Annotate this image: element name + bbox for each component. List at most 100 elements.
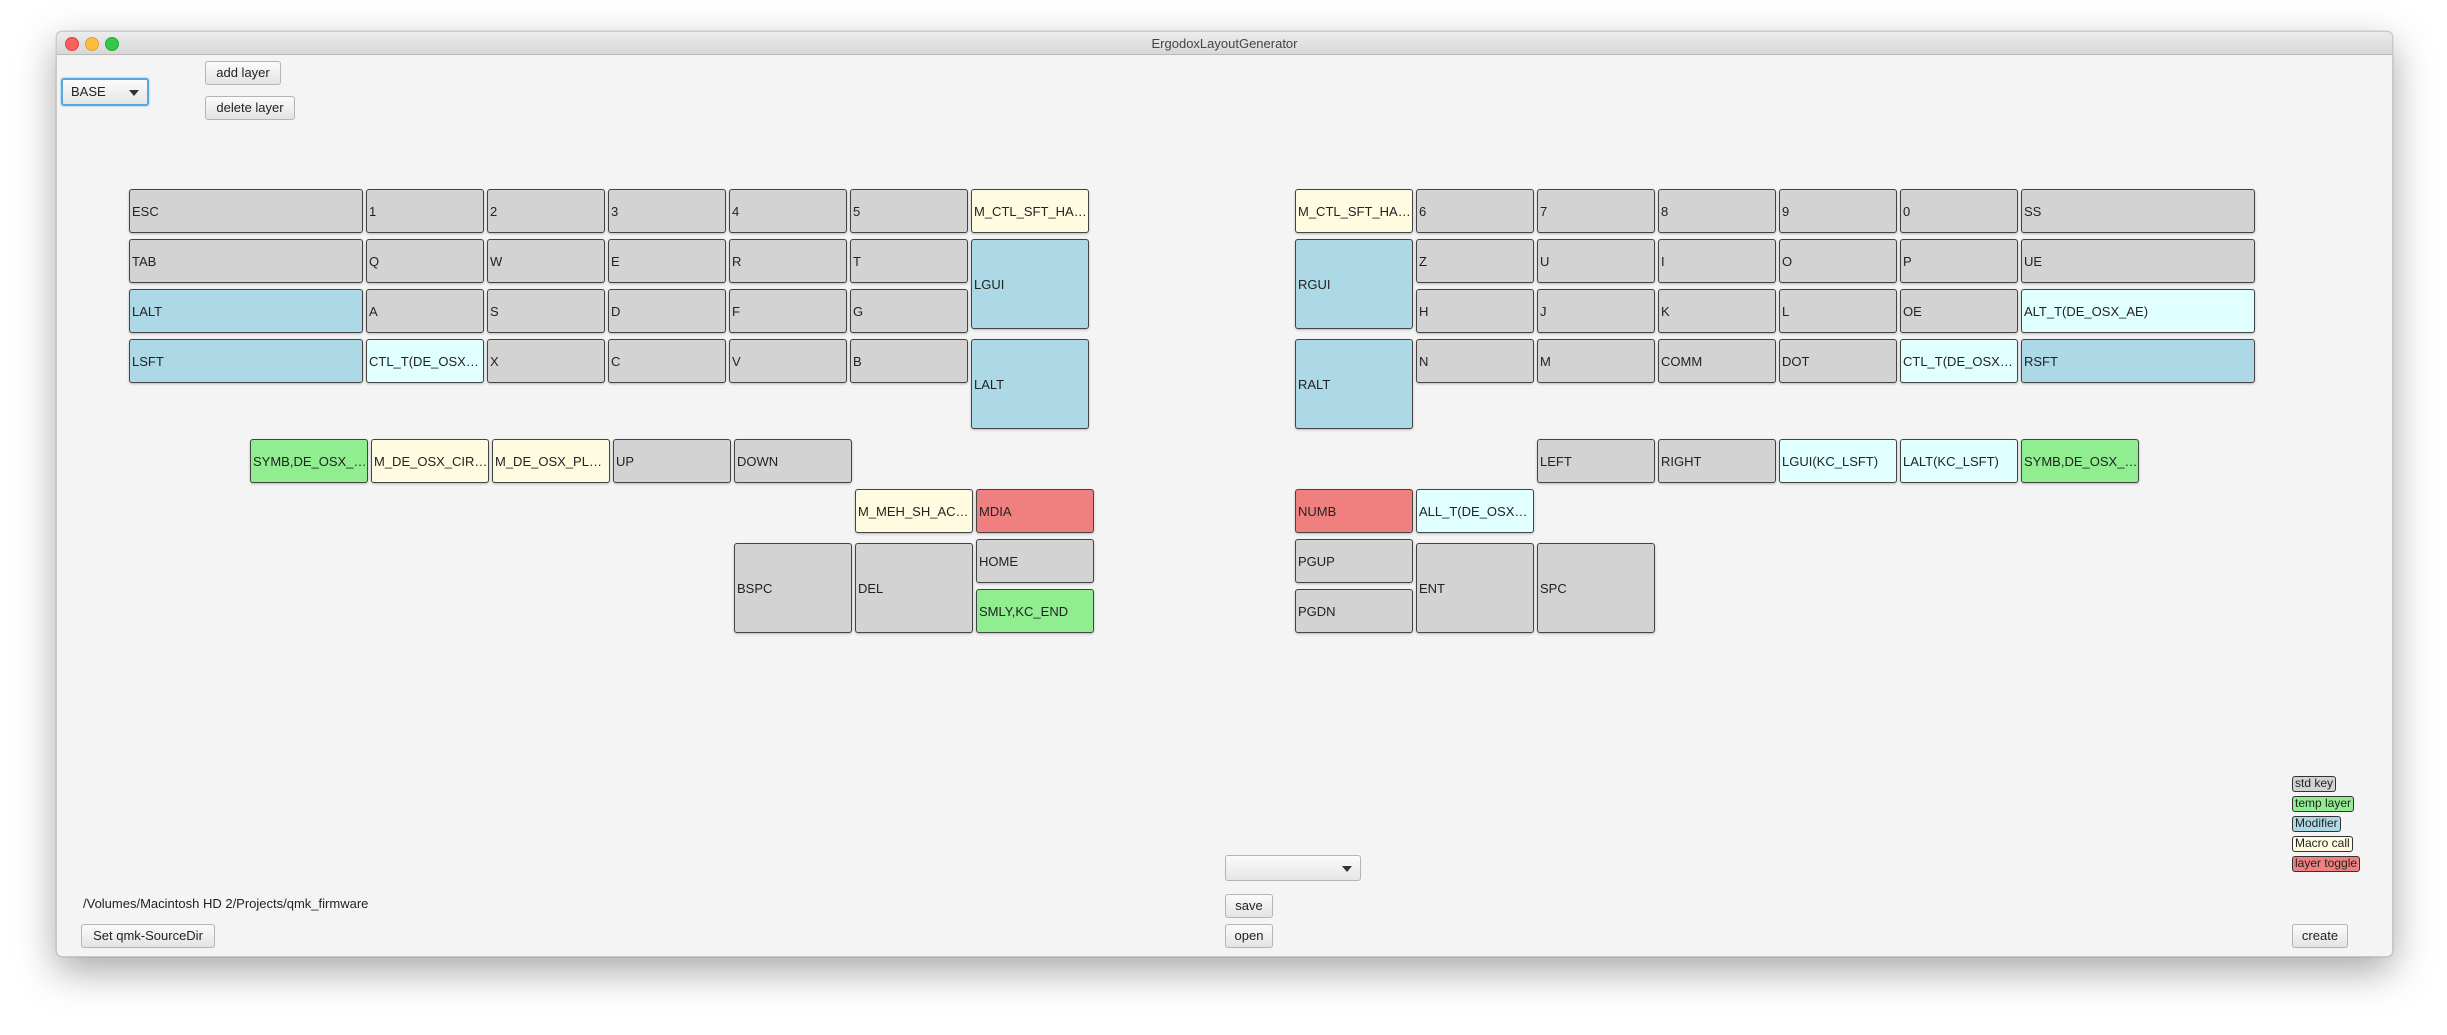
maximize-window-button[interactable] [105, 37, 119, 51]
key[interactable]: M_CTL_SFT_HASH [971, 189, 1089, 233]
key[interactable]: G [850, 289, 968, 333]
key[interactable]: Z [1416, 239, 1534, 283]
key-label: DOT [1782, 353, 1810, 369]
key[interactable]: X [487, 339, 605, 383]
key[interactable]: ENT [1416, 543, 1534, 633]
layer-select[interactable]: BASE [61, 78, 149, 106]
key[interactable]: RIGHT [1658, 439, 1776, 483]
key[interactable]: RSFT [2021, 339, 2255, 383]
key-label: 9 [1782, 203, 1790, 219]
key[interactable]: CTL_T(DE_OSX_Y) [366, 339, 484, 383]
key[interactable]: DEL [855, 543, 973, 633]
key-label: 6 [1419, 203, 1427, 219]
key[interactable]: SPC [1537, 543, 1655, 633]
key[interactable]: ALL_T(DE_OSX_A... [1416, 489, 1534, 533]
key-label: ALL_T(DE_OSX_A... [1419, 503, 1533, 519]
key[interactable]: 7 [1537, 189, 1655, 233]
key[interactable]: LALT [129, 289, 363, 333]
key[interactable]: B [850, 339, 968, 383]
close-window-button[interactable] [65, 37, 79, 51]
key[interactable]: 8 [1658, 189, 1776, 233]
key[interactable]: 4 [729, 189, 847, 233]
key[interactable]: 2 [487, 189, 605, 233]
key[interactable]: DOWN [734, 439, 852, 483]
key[interactable]: HOME [976, 539, 1094, 583]
key[interactable]: 9 [1779, 189, 1897, 233]
key[interactable]: U [1537, 239, 1655, 283]
key[interactable]: ESC [129, 189, 363, 233]
key[interactable]: ALT_T(DE_OSX_AE) [2021, 289, 2255, 333]
key[interactable]: I [1658, 239, 1776, 283]
key[interactable]: C [608, 339, 726, 383]
key[interactable]: SYMB,DE_OSX_L... [250, 439, 368, 483]
key[interactable]: DOT [1779, 339, 1897, 383]
key[interactable]: M_MEH_SH_ACUT [855, 489, 973, 533]
key[interactable]: TAB [129, 239, 363, 283]
key[interactable]: N [1416, 339, 1534, 383]
key[interactable]: W [487, 239, 605, 283]
key[interactable]: PGDN [1295, 589, 1413, 633]
key[interactable]: M_CTL_SFT_HASH [1295, 189, 1413, 233]
set-source-dir-button[interactable]: Set qmk-SourceDir [81, 924, 215, 948]
key[interactable]: 5 [850, 189, 968, 233]
key-label: R [732, 253, 742, 269]
key[interactable]: 6 [1416, 189, 1534, 233]
file-select[interactable] [1225, 855, 1361, 881]
key[interactable]: E [608, 239, 726, 283]
key[interactable]: BSPC [734, 543, 852, 633]
key[interactable]: Q [366, 239, 484, 283]
key-label: CTL_T(DE_OSX_... [1903, 353, 2017, 369]
key[interactable]: LEFT [1537, 439, 1655, 483]
key[interactable]: RALT [1295, 339, 1413, 429]
key[interactable]: V [729, 339, 847, 383]
delete-layer-button[interactable]: delete layer [205, 96, 295, 120]
key[interactable]: D [608, 289, 726, 333]
key[interactable]: LGUI(KC_LSFT) [1779, 439, 1897, 483]
minimize-window-button[interactable] [85, 37, 99, 51]
legend-modifier: Modifier [2292, 816, 2341, 832]
key[interactable]: LALT(KC_LSFT) [1900, 439, 2018, 483]
key[interactable]: OE [1900, 289, 2018, 333]
key-label: UE [2024, 253, 2043, 269]
key[interactable]: SS [2021, 189, 2255, 233]
key[interactable]: UP [613, 439, 731, 483]
key[interactable]: CTL_T(DE_OSX_... [1900, 339, 2018, 383]
key[interactable]: O [1779, 239, 1897, 283]
key[interactable]: NUMB [1295, 489, 1413, 533]
key-label: P [1903, 253, 1912, 269]
key[interactable]: A [366, 289, 484, 333]
open-button[interactable]: open [1225, 924, 1273, 948]
key[interactable]: M_DE_OSX_PLUS... [492, 439, 610, 483]
key[interactable]: PGUP [1295, 539, 1413, 583]
key[interactable]: UE [2021, 239, 2255, 283]
add-layer-button[interactable]: add layer [205, 61, 281, 85]
key[interactable]: H [1416, 289, 1534, 333]
key[interactable]: LGUI [971, 239, 1089, 329]
save-button[interactable]: save [1225, 894, 1273, 918]
key[interactable]: K [1658, 289, 1776, 333]
key[interactable]: 3 [608, 189, 726, 233]
key[interactable]: SYMB,DE_OSX_P... [2021, 439, 2139, 483]
key[interactable]: SMLY,KC_END [976, 589, 1094, 633]
key[interactable]: J [1537, 289, 1655, 333]
key-label: LGUI [974, 276, 1005, 292]
key[interactable]: S [487, 289, 605, 333]
create-button[interactable]: create [2292, 924, 2348, 948]
key[interactable]: L [1779, 289, 1897, 333]
key[interactable]: RGUI [1295, 239, 1413, 329]
key[interactable]: 0 [1900, 189, 2018, 233]
key[interactable]: F [729, 289, 847, 333]
key[interactable]: MDIA [976, 489, 1094, 533]
key[interactable]: P [1900, 239, 2018, 283]
key-label: RALT [1298, 376, 1331, 392]
key[interactable]: R [729, 239, 847, 283]
key[interactable]: M_DE_OSX_CIRC_... [371, 439, 489, 483]
key[interactable]: LALT [971, 339, 1089, 429]
key[interactable]: COMM [1658, 339, 1776, 383]
key[interactable]: LSFT [129, 339, 363, 383]
key-label: C [611, 353, 621, 369]
layer-select-value: BASE [71, 84, 106, 99]
key[interactable]: 1 [366, 189, 484, 233]
key[interactable]: M [1537, 339, 1655, 383]
key[interactable]: T [850, 239, 968, 283]
